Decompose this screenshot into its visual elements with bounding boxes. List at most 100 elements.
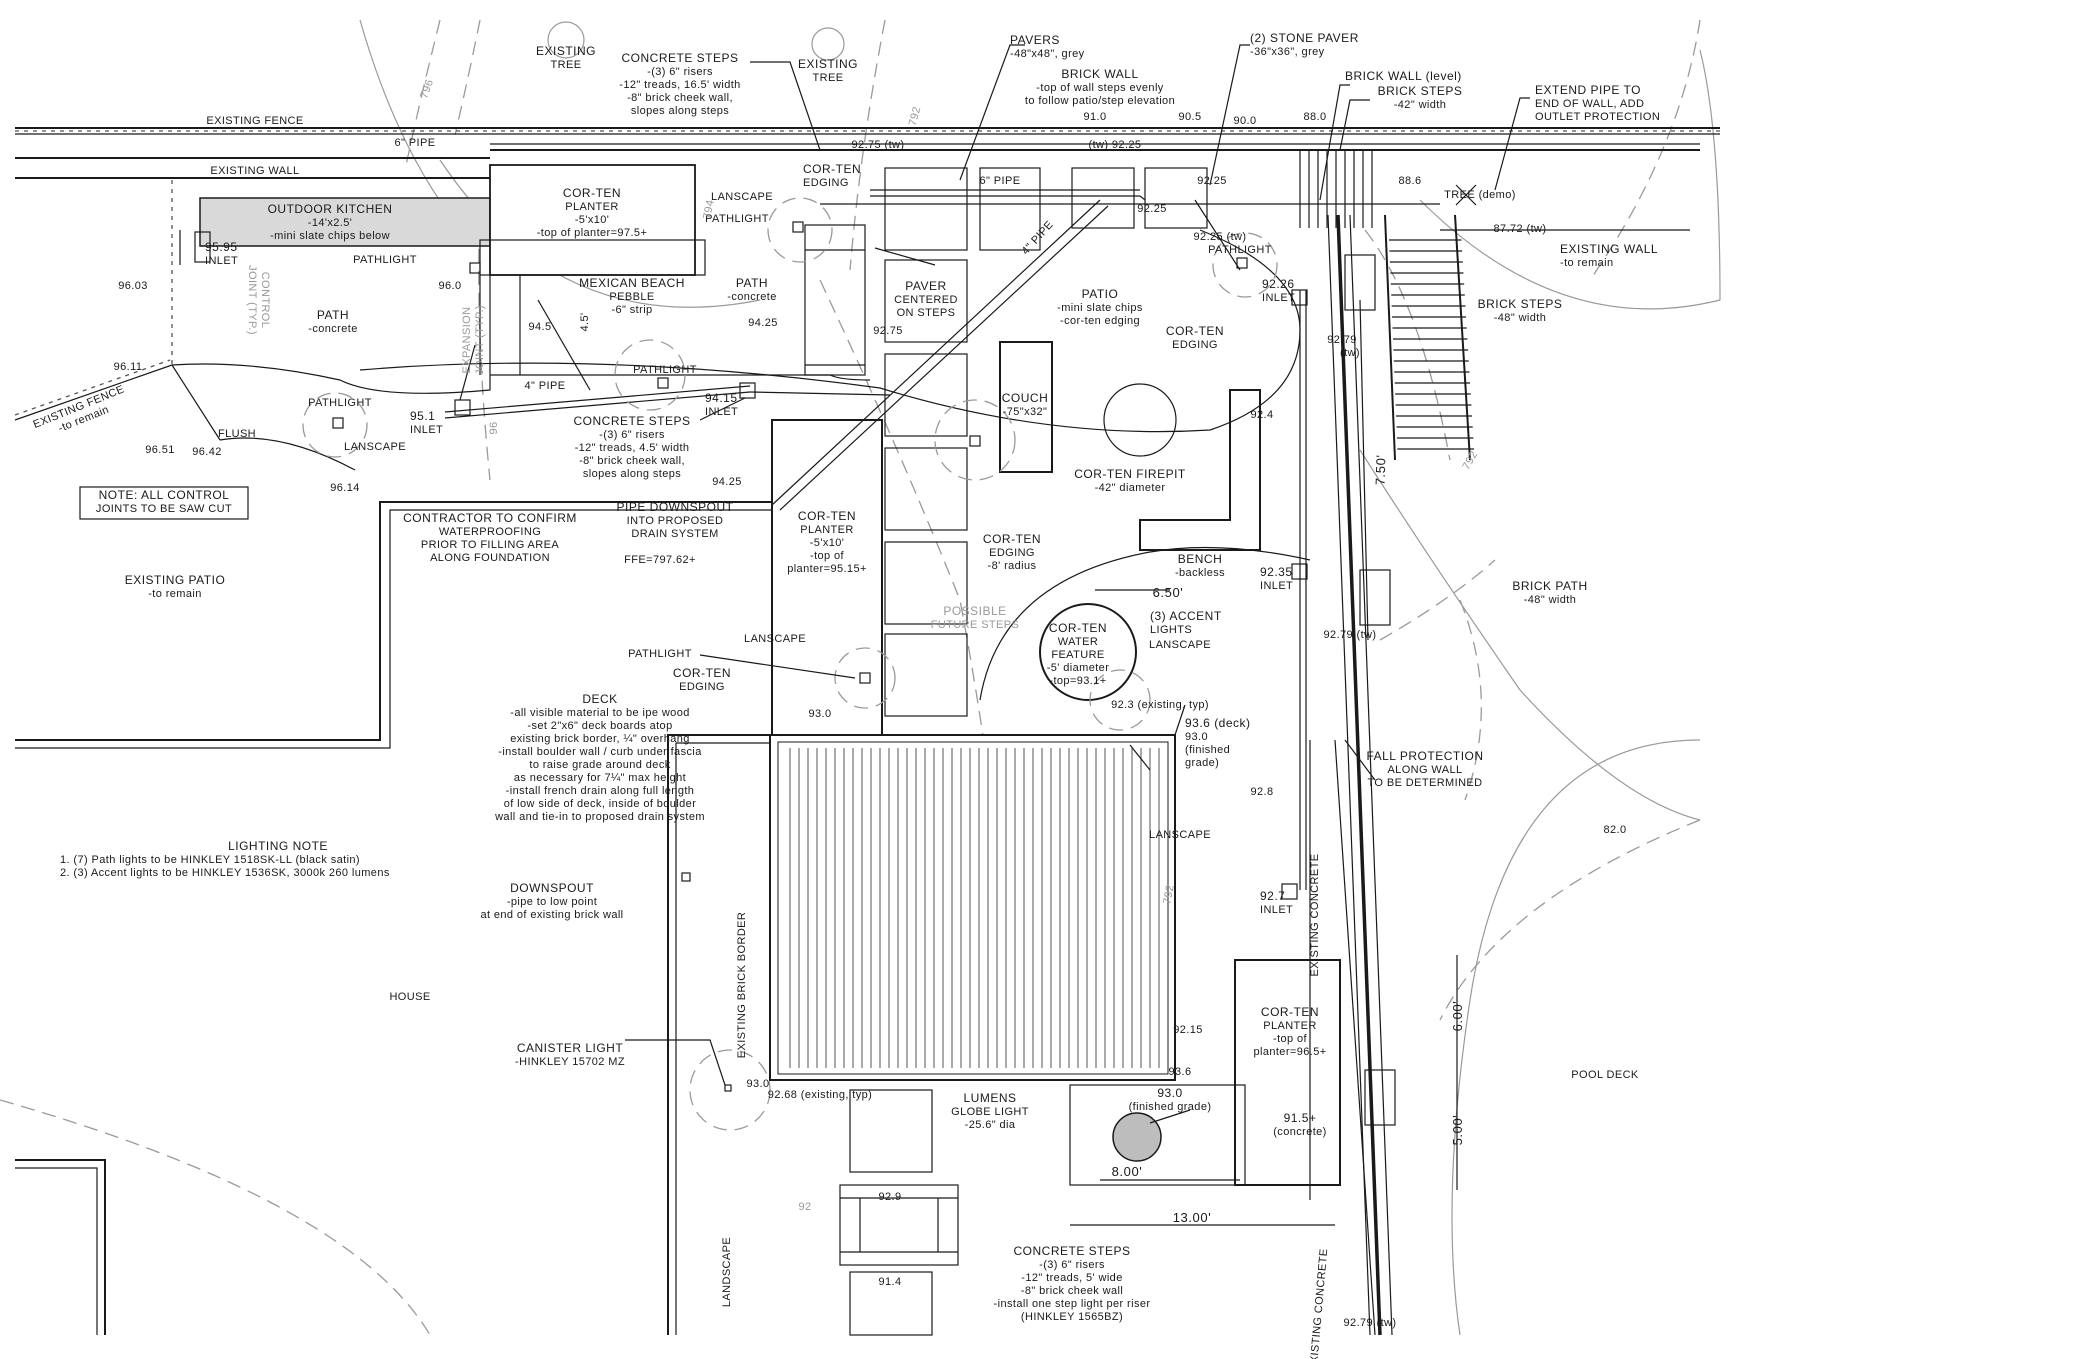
labels-firepit-line-0: COR-TEN FIREPIT bbox=[1074, 467, 1186, 481]
concrete-steps-bottom bbox=[839, 1184, 959, 1336]
labels-pathlight-4: PATHLIGHT bbox=[633, 364, 697, 376]
labels-lanscape-1: LANSCAPE bbox=[711, 191, 773, 203]
labels-concrete-steps-bottom-line-5: (HINKLEY 1565BZ) bbox=[1021, 1311, 1123, 1323]
labels-bench-line-0: BENCH bbox=[1178, 552, 1223, 566]
labels-existing-tree-1-line-1: TREE bbox=[551, 59, 582, 71]
labels-flush: FLUSH bbox=[218, 428, 256, 440]
labels-couch-line-1: -75"x32" bbox=[1003, 406, 1048, 418]
elevations-e2: 91.0 bbox=[1083, 111, 1106, 123]
elevations-e24: 92.4 bbox=[1250, 409, 1273, 421]
labels-lighting-note-line-2: 2. (3) Accent lights to be HINKLEY 1536S… bbox=[60, 867, 390, 879]
dimensions-d-500: 5.00' bbox=[1450, 1115, 1465, 1146]
labels-extend-pipe-line-0: EXTEND PIPE TO bbox=[1535, 83, 1641, 97]
labels-path-1-line-1: -concrete bbox=[308, 323, 357, 335]
dimensions-d-650: 6.50' bbox=[1153, 585, 1184, 600]
labels-concrete-steps-top-line-2: -12" treads, 16.5' width bbox=[619, 79, 740, 91]
existing-tree-icon bbox=[547, 21, 585, 59]
labels-pathlight-2: PATHLIGHT bbox=[353, 254, 417, 266]
labels-deck-line-3: existing brick border, ¼" overhang bbox=[510, 733, 690, 745]
elevations-e29: 92.15 bbox=[1173, 1024, 1203, 1036]
labels-inlet-2-line-0: 92.26 bbox=[1262, 277, 1295, 291]
elevations-contour-796: 796 bbox=[418, 78, 436, 100]
control-joint-line-1: JOINT (TYP.) bbox=[246, 265, 258, 335]
labels-deck-line-9: wall and tie-in to proposed drain system bbox=[494, 811, 705, 823]
labels-corten-planter-2-line-2: -5'x10' bbox=[810, 537, 845, 549]
note-box bbox=[79, 486, 249, 520]
labels-fall-protection-line-0: FALL PROTECTION bbox=[1366, 749, 1483, 763]
labels-concrete-steps-mid-line-3: -8" brick cheek wall, bbox=[579, 455, 685, 467]
elevations-e37: 4.5' bbox=[579, 313, 591, 332]
labels-corten-planter-3-line-2: -top of bbox=[1273, 1033, 1308, 1045]
labels-brick-steps-top-line-0: BRICK STEPS bbox=[1378, 84, 1463, 98]
labels-deck-line-5: to raise grade around deck bbox=[529, 759, 670, 771]
pathlight-icons bbox=[332, 221, 1248, 1092]
outdoor-kitchen bbox=[199, 197, 491, 247]
labels-concrete-steps-top-line-4: slopes along steps bbox=[631, 105, 729, 117]
labels-outdoor-kitchen-line-1: -14'x2.5' bbox=[308, 217, 353, 229]
labels-mexican-beach-line-1: PEBBLE bbox=[609, 291, 654, 303]
elevations-e16: 92.75 bbox=[873, 325, 903, 337]
labels-concrete-steps-bottom-line-3: -8" brick cheek wall bbox=[1021, 1285, 1123, 1297]
labels-path-2-line-0: PATH bbox=[736, 276, 768, 290]
elevations-e25: 92.79 (tw) bbox=[1324, 629, 1377, 641]
labels-accent-lights-line-1: LIGHTS bbox=[1150, 624, 1192, 636]
labels-existing-wall-right-line-1: -to remain bbox=[1560, 257, 1614, 269]
labels-concrete-steps-top-line-0: CONCRETE STEPS bbox=[621, 51, 738, 65]
labels-corten-planter-2-line-3: -top of bbox=[810, 550, 845, 562]
labels-possible-steps-line-1: FUTURE STEPS bbox=[931, 619, 1020, 631]
elevations-contour-792c: 792 bbox=[1460, 449, 1480, 472]
labels-brick-steps-right-line-1: -48" width bbox=[1494, 312, 1547, 324]
elevations-e12: 96.03 bbox=[118, 280, 148, 292]
labels-corten-planter-2-line-4: planter=95.15+ bbox=[787, 563, 867, 575]
labels-pool-deck: POOL DECK bbox=[1571, 1069, 1639, 1081]
labels-outdoor-kitchen-line-0: OUTDOOR KITCHEN bbox=[268, 202, 393, 216]
labels-downspout-line-2: at end of existing brick wall bbox=[480, 909, 623, 921]
elevations-e19: 96.11 bbox=[114, 361, 143, 373]
brick-step-treads bbox=[1389, 239, 1475, 450]
labels-existing-tree-2-line-0: EXISTING bbox=[798, 57, 858, 71]
labels-concrete-steps-bottom-line-2: -12" treads, 5' wide bbox=[1021, 1272, 1122, 1284]
elevations-e7: 92.25 bbox=[1197, 175, 1227, 187]
labels-firepit-line-1: -42" diameter bbox=[1095, 482, 1166, 494]
labels-concrete-steps-mid-line-0: CONCRETE STEPS bbox=[573, 414, 690, 428]
labels-concrete-right-line-0: 91.5+ bbox=[1284, 1111, 1317, 1125]
elevations-e20: 96.51 bbox=[145, 444, 175, 456]
labels-contractor-line-3: ALONG FOUNDATION bbox=[430, 552, 550, 564]
labels-globe-light-line-2: -25.6" dia bbox=[965, 1119, 1016, 1131]
labels-pipe-4-b: 4" PIPE bbox=[1020, 219, 1056, 257]
labels-existing-patio-line-1: -to remain bbox=[148, 588, 202, 600]
dimensions-d-600: 6.00' bbox=[1450, 1001, 1465, 1032]
labels-brick-steps-right-line-0: BRICK STEPS bbox=[1478, 297, 1563, 311]
labels-water-feature-line-0: COR-TEN bbox=[1049, 621, 1107, 635]
labels-brick-path-line-1: -48" width bbox=[1524, 594, 1577, 606]
labels-deck-line-6: as necessary for 7¼" max height bbox=[514, 772, 686, 784]
labels-finished-grade-line-1: (finished grade) bbox=[1129, 1101, 1212, 1113]
labels-bench-line-1: -backless bbox=[1175, 567, 1225, 579]
labels-possible-steps-line-0: POSSIBLE bbox=[943, 604, 1006, 618]
dimensions-d-750: 7.50' bbox=[1372, 454, 1388, 485]
labels-inlet-6-line-1: INLET bbox=[1260, 904, 1293, 916]
labels-pipe-4-a: 4" PIPE bbox=[525, 380, 566, 392]
existing-wall bbox=[15, 157, 490, 179]
elevations-e5: 90.0 bbox=[1233, 115, 1256, 127]
paver-grid bbox=[884, 167, 1208, 717]
labels-inlet-4-line-0: 95.1 bbox=[410, 409, 435, 423]
elevations-contour-792b: 792 bbox=[1161, 884, 1176, 905]
labels-existing-fence-top: EXISTING FENCE bbox=[206, 115, 303, 127]
labels-deck-line-0: DECK bbox=[582, 692, 617, 706]
elevations-e21: 96.42 bbox=[192, 446, 222, 458]
labels-deck-line-7: -install french drain along full length bbox=[506, 785, 695, 797]
labels-water-feature-line-2: FEATURE bbox=[1051, 649, 1104, 661]
elevations-e14: 94.5 bbox=[528, 321, 551, 333]
labels-existing-tree-2-line-1: TREE bbox=[813, 72, 844, 84]
labels-paver-centered-line-0: PAVER bbox=[905, 279, 946, 293]
labels-concrete-steps-top-line-3: -8" brick cheek wall, bbox=[627, 92, 733, 104]
labels-lanscape-4: LANSCAPE bbox=[1149, 639, 1211, 651]
labels-existing-tree-1-line-0: EXISTING bbox=[536, 44, 596, 58]
concrete-steps-mid bbox=[804, 224, 866, 376]
labels-inlet-5-line-0: 92.35 bbox=[1260, 565, 1293, 579]
labels-corten-planter-2-line-0: COR-TEN bbox=[798, 509, 856, 523]
tree-demo-icon bbox=[1455, 184, 1477, 206]
